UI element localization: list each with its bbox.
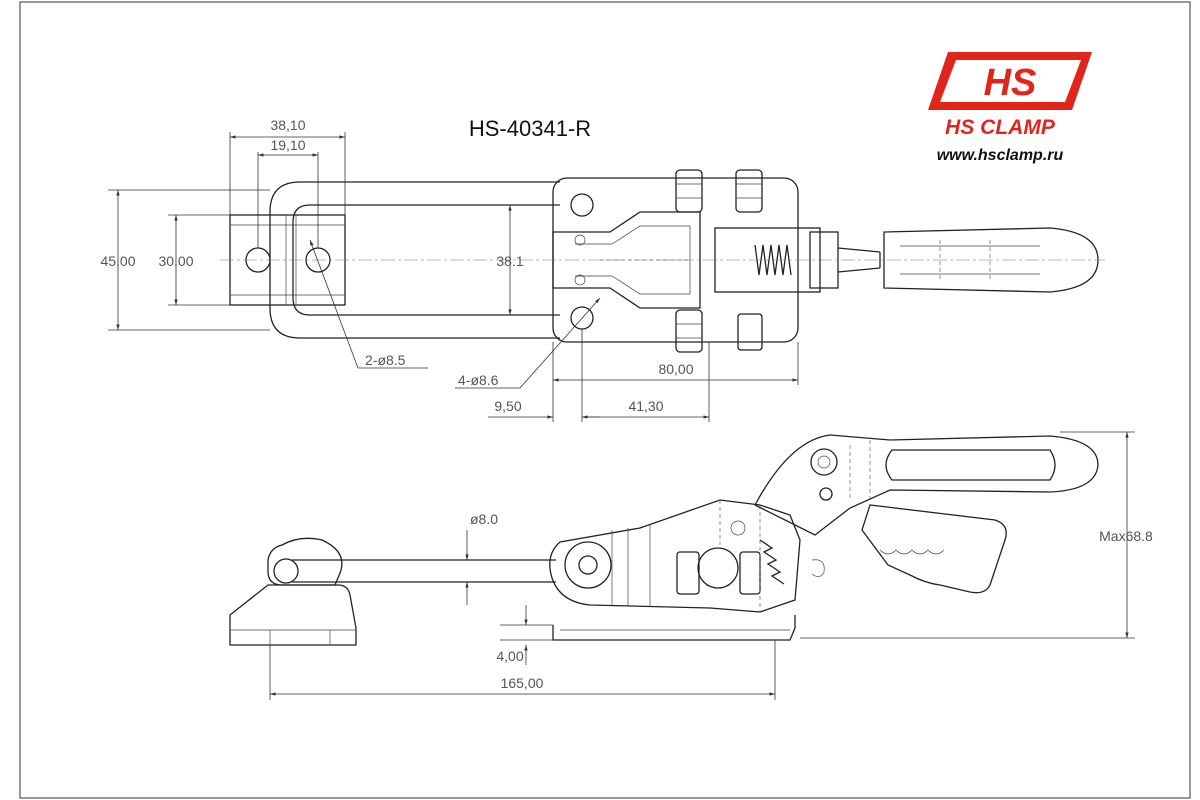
mount-hole-1 [570,193,594,217]
logo-text: HS [984,62,1037,104]
dim-holes-2: 2-ø8.5 [365,352,406,368]
hex-nut-top-left [675,169,703,213]
side-hex-nut-2 [739,551,761,595]
hex-nut-bottom-left [675,309,703,353]
side-base [552,615,796,641]
dim-height-30-00: 30,00 [158,253,193,269]
sheet-border [19,1,1191,799]
dim-total-165-00: 165,00 [501,675,544,691]
side-view [229,434,1099,646]
dim-len-9-50: 9,50 [494,398,521,414]
dim-rod-dia: ø8.0 [470,511,498,527]
linkage-body [552,211,701,309]
hex-nut-bottom-right [737,313,763,351]
top-view [220,169,1105,353]
drawing-title: HS-40341-R [469,116,591,141]
side-hook [267,537,343,586]
dim-max-68-8: Max68.8 [1099,528,1153,544]
dim-width-38-10: 38,10 [270,117,305,133]
dim-len-41-30: 41,30 [628,398,663,414]
side-trigger-handle [861,504,1007,594]
brand-url: www.hsclamp.ru [937,147,1064,164]
hex-nut-top-right [735,169,763,213]
top-view-dimensions: 38,10 19,10 45,00 30,00 38.1 2-ø8.5 4-ø8… [100,117,799,422]
side-view-dimensions: ø8.0 4,00 165,00 Max68.8 [269,431,1153,700]
dim-holes-4: 4-ø8.6 [458,372,499,388]
dim-height-45-00: 45,00 [100,253,135,269]
brand-name: HS CLAMP [945,116,1056,139]
dim-height-38-1: 38.1 [496,253,523,269]
dim-width-19-10: 19,10 [270,137,305,153]
side-spring [759,539,785,585]
side-latch-block [229,584,357,646]
side-lever-arm [754,434,1099,536]
dim-len-80-00: 80,00 [658,361,693,377]
side-hex-nut-1 [676,551,700,595]
brand-logo: HS [928,52,1092,110]
side-body [549,499,801,613]
dim-base-4-00: 4,00 [496,648,523,664]
